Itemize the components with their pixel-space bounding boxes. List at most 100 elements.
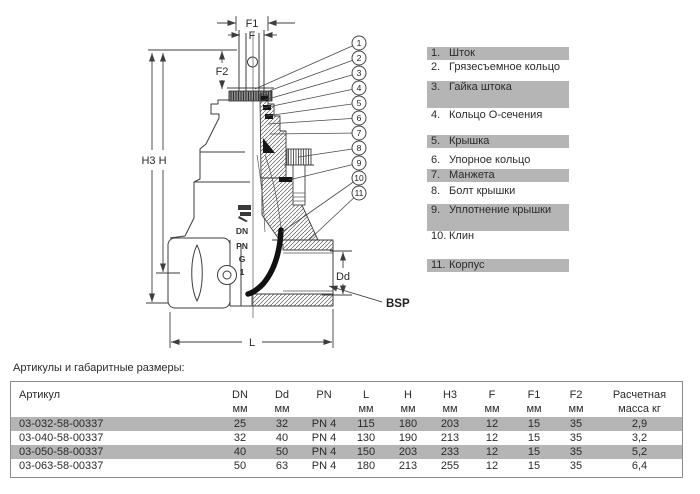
dimension-value: PN 4 [311,432,337,444]
callout-leader-line [254,42,360,90]
callout-circle [351,170,367,186]
parts-list-item: 8.Болт крышки [427,185,569,198]
callout-leader-line [281,177,360,233]
dimension-value: PN 4 [311,446,337,458]
dim-label-l: L [249,337,255,349]
dimension-value: 12 [485,446,499,458]
callout-number: 2 [357,53,362,63]
part-name: Болт крышки [449,185,516,197]
part-number: 11. [431,259,446,271]
callout-number: 6 [357,113,362,123]
dim-label-bsp: BSP [386,298,410,310]
callout-leader-line [260,72,360,102]
callout-number: 7 [357,128,362,138]
callout-number: 10 [354,173,364,183]
dimension-value: PN 4 [311,460,337,472]
parts-list-item: 10.Клин [427,230,569,243]
parts-list-item: 2. Грязесъемное кольцо [427,61,569,74]
article-number: 03-063-58-00337 [19,460,104,472]
dimension-value: 255 [440,460,460,472]
part-number: 4. [431,109,441,121]
dimension-value: 35 [569,460,583,472]
dim-label-h3-h: H3 H [141,155,166,167]
part-number: 10. [431,230,447,242]
dim-label-f2: F2 [216,66,229,78]
dimension-lines [146,16,383,348]
dimension-value: 203 [440,418,460,430]
part-name: Грязесъемное кольцо [449,61,561,73]
callout-leader-line [298,147,360,158]
parts-list-item: 3. Гайка штока [427,81,569,108]
callout-number: 3 [357,68,362,78]
part-name: Гайка штока [449,81,512,93]
dimension-value: 35 [569,418,583,430]
dimension-value: 150 [356,446,376,458]
callout-circle [351,185,367,201]
parts-list-item: 7.Манжета [427,169,569,182]
part-name: Шток [449,47,475,59]
dimension-labels: F1 F F2 H3 H L Dd BSP [139,18,410,349]
callout-leader-line [269,132,360,135]
dimension-value: 35 [569,432,583,444]
dimension-value: 15 [527,460,541,472]
article-number: 03-040-58-00337 [19,432,104,444]
body-marking: PN [236,241,248,251]
port-chamfer [191,244,203,302]
dimension-value: 15 [527,432,541,444]
dimension-value: 2,9 [631,418,648,430]
dimension-value: 130 [356,432,376,444]
parts-list-item: 4. Кольцо О-сечения [427,109,569,122]
part-name: Клин [449,230,475,242]
part-name: Кольцо О-сечения [449,109,543,121]
brand-logo [238,205,251,222]
part-number: 3. [431,81,441,93]
callout-circle [351,125,367,141]
body-floor-section [251,293,334,307]
part-number: 7. [431,169,441,181]
parts-list-item: 5.Крышка [427,135,569,148]
callout-number: 4 [357,83,362,93]
part-name: Упорное кольцо [449,154,531,166]
part-number: 6. [431,154,441,166]
callout-number: 1 [357,38,362,48]
dimension-value: 233 [440,446,460,458]
specs-title: Артикулы и габаритные размеры: [13,362,185,374]
dimension-value: 40 [275,432,289,444]
article-number: 03-050-58-00337 [19,446,104,458]
callout-number: 5 [357,98,362,108]
callout-number: 9 [357,158,362,168]
callout-circle [351,140,367,156]
dimension-value: 15 [527,446,541,458]
dimension-value: 6,4 [631,460,648,472]
part-number: 9. [431,204,441,216]
part-number: 2. [431,61,441,73]
callout-number: 8 [357,143,362,153]
bonnet-outline [169,91,230,239]
callout-leaders [254,42,360,241]
callout-circle [351,50,367,66]
dimension-value: 50 [275,446,289,458]
callout-circle [351,155,367,171]
dimension-value: PN 4 [311,418,337,430]
column-header: PN [316,389,332,401]
body-marking: 1 [240,267,245,277]
dimension-value: 190 [398,432,418,444]
dimension-value: 50 [233,460,247,472]
body-marking: DN [236,226,248,236]
dimension-value: 180 [398,418,418,430]
dimension-value: 40 [233,446,247,458]
parts-list-item: 6. Упорное кольцо [427,154,569,167]
